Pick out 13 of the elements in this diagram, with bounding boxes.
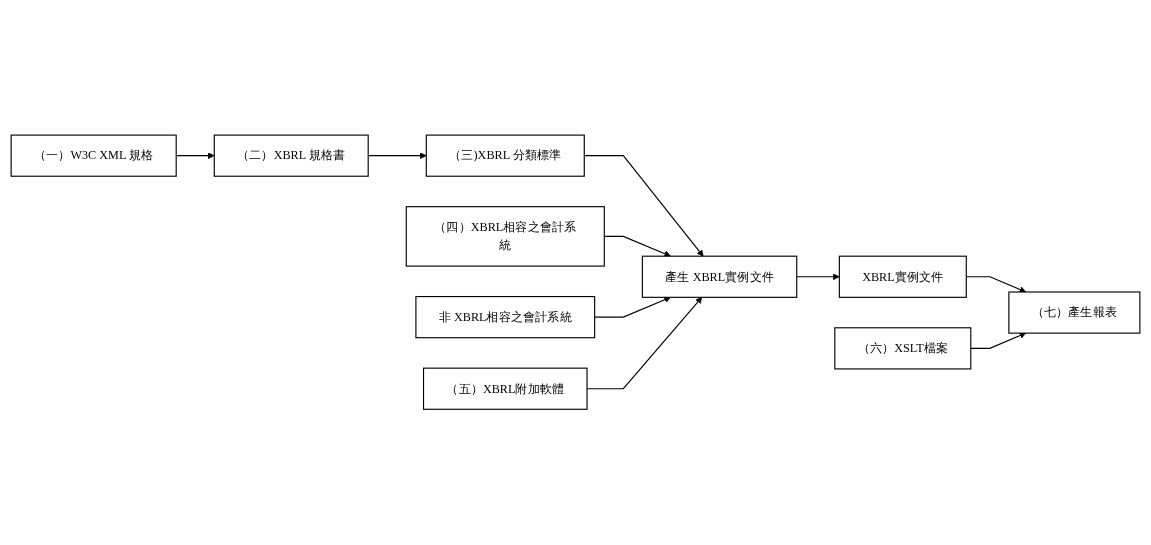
node-box: （四）XBRL相容之會計系統 xyxy=(405,206,605,267)
node-box: （七）產生報表 xyxy=(1008,291,1141,334)
node-box: （六）XSLT檔案 xyxy=(834,327,972,370)
node-box: 非 XBRL相容之會計系統 xyxy=(415,296,596,339)
node-box: （二）XBRL 規格書 xyxy=(213,134,369,178)
arrow xyxy=(970,332,1027,350)
node-box: （一）W3C XML 規格 xyxy=(10,134,177,178)
arrow xyxy=(594,296,671,318)
node-box: XBRL實例文件 xyxy=(838,255,967,299)
node-box: 產生 XBRL實例文件 xyxy=(641,255,798,299)
node-box: （五）XBRL附加軟體 xyxy=(422,367,588,411)
arrow xyxy=(796,273,840,281)
node-box: （三)XBRL 分類標準 xyxy=(425,134,585,178)
